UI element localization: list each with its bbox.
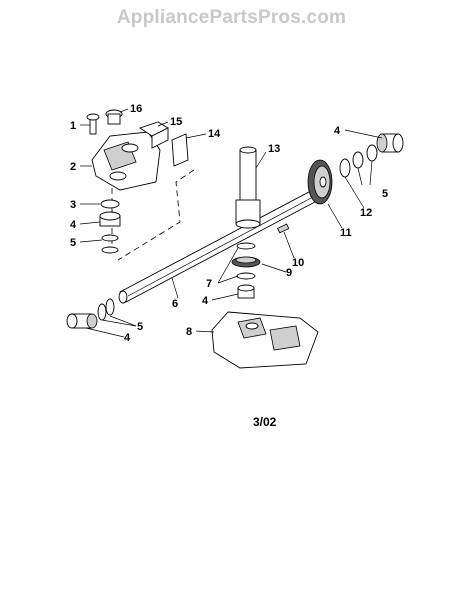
date-code: 3/02 [253,415,277,429]
callout-15: 15 [170,116,182,128]
callout-16: 16 [130,103,142,115]
bracket-upper [138,121,169,149]
upper-housing [91,131,161,191]
callout-13: 13 [268,143,280,155]
axle-gear [307,159,333,205]
bolt [86,113,100,135]
leader-lines [79,108,383,338]
callout-14: 14 [208,128,221,140]
callout-3: 3 [70,199,76,211]
bushing-right [376,133,404,153]
bushing-left-upper [99,211,121,227]
washer-upper [236,242,256,250]
bevel-pinion-gear [231,256,261,268]
callout-8: 8 [186,326,192,338]
vertical-input-shaft [235,146,261,229]
bushing-left-end [66,313,98,329]
callout-4-center: 4 [202,295,209,307]
lower-housing [211,311,319,369]
callout-5-left-lower: 5 [137,321,143,333]
washer-left-end [105,298,115,316]
axle-shaft [118,183,331,304]
callout-6: 6 [172,298,178,310]
callout-12: 12 [360,207,372,219]
callout-4-left-lower: 4 [124,332,131,344]
washer-left [101,246,119,254]
callout-2: 2 [70,161,76,173]
thrust-washer [366,144,378,162]
callout-9: 9 [286,267,292,279]
callout-4-right: 4 [334,125,341,137]
callout-4-left-upper: 4 [70,219,77,231]
cap-plug [105,109,123,125]
washer-left [101,234,119,242]
washer-left-end [97,303,107,321]
callout-5-right: 5 [382,188,388,200]
callout-1: 1 [70,120,76,132]
key [277,223,290,234]
callout-10: 10 [292,257,304,269]
washer-lower [236,272,256,280]
callout-11: 11 [340,227,352,239]
watermark: AppliancePartsPros.com [116,7,347,28]
callout-7: 7 [206,278,212,290]
bracket-side [171,133,189,167]
assembly-guide-line [117,169,195,261]
seal-ring [100,199,120,209]
thrust-washer [339,158,351,178]
thrust-washer [352,151,364,169]
callout-5-left-upper: 5 [70,237,76,249]
bushing-center [237,284,255,299]
